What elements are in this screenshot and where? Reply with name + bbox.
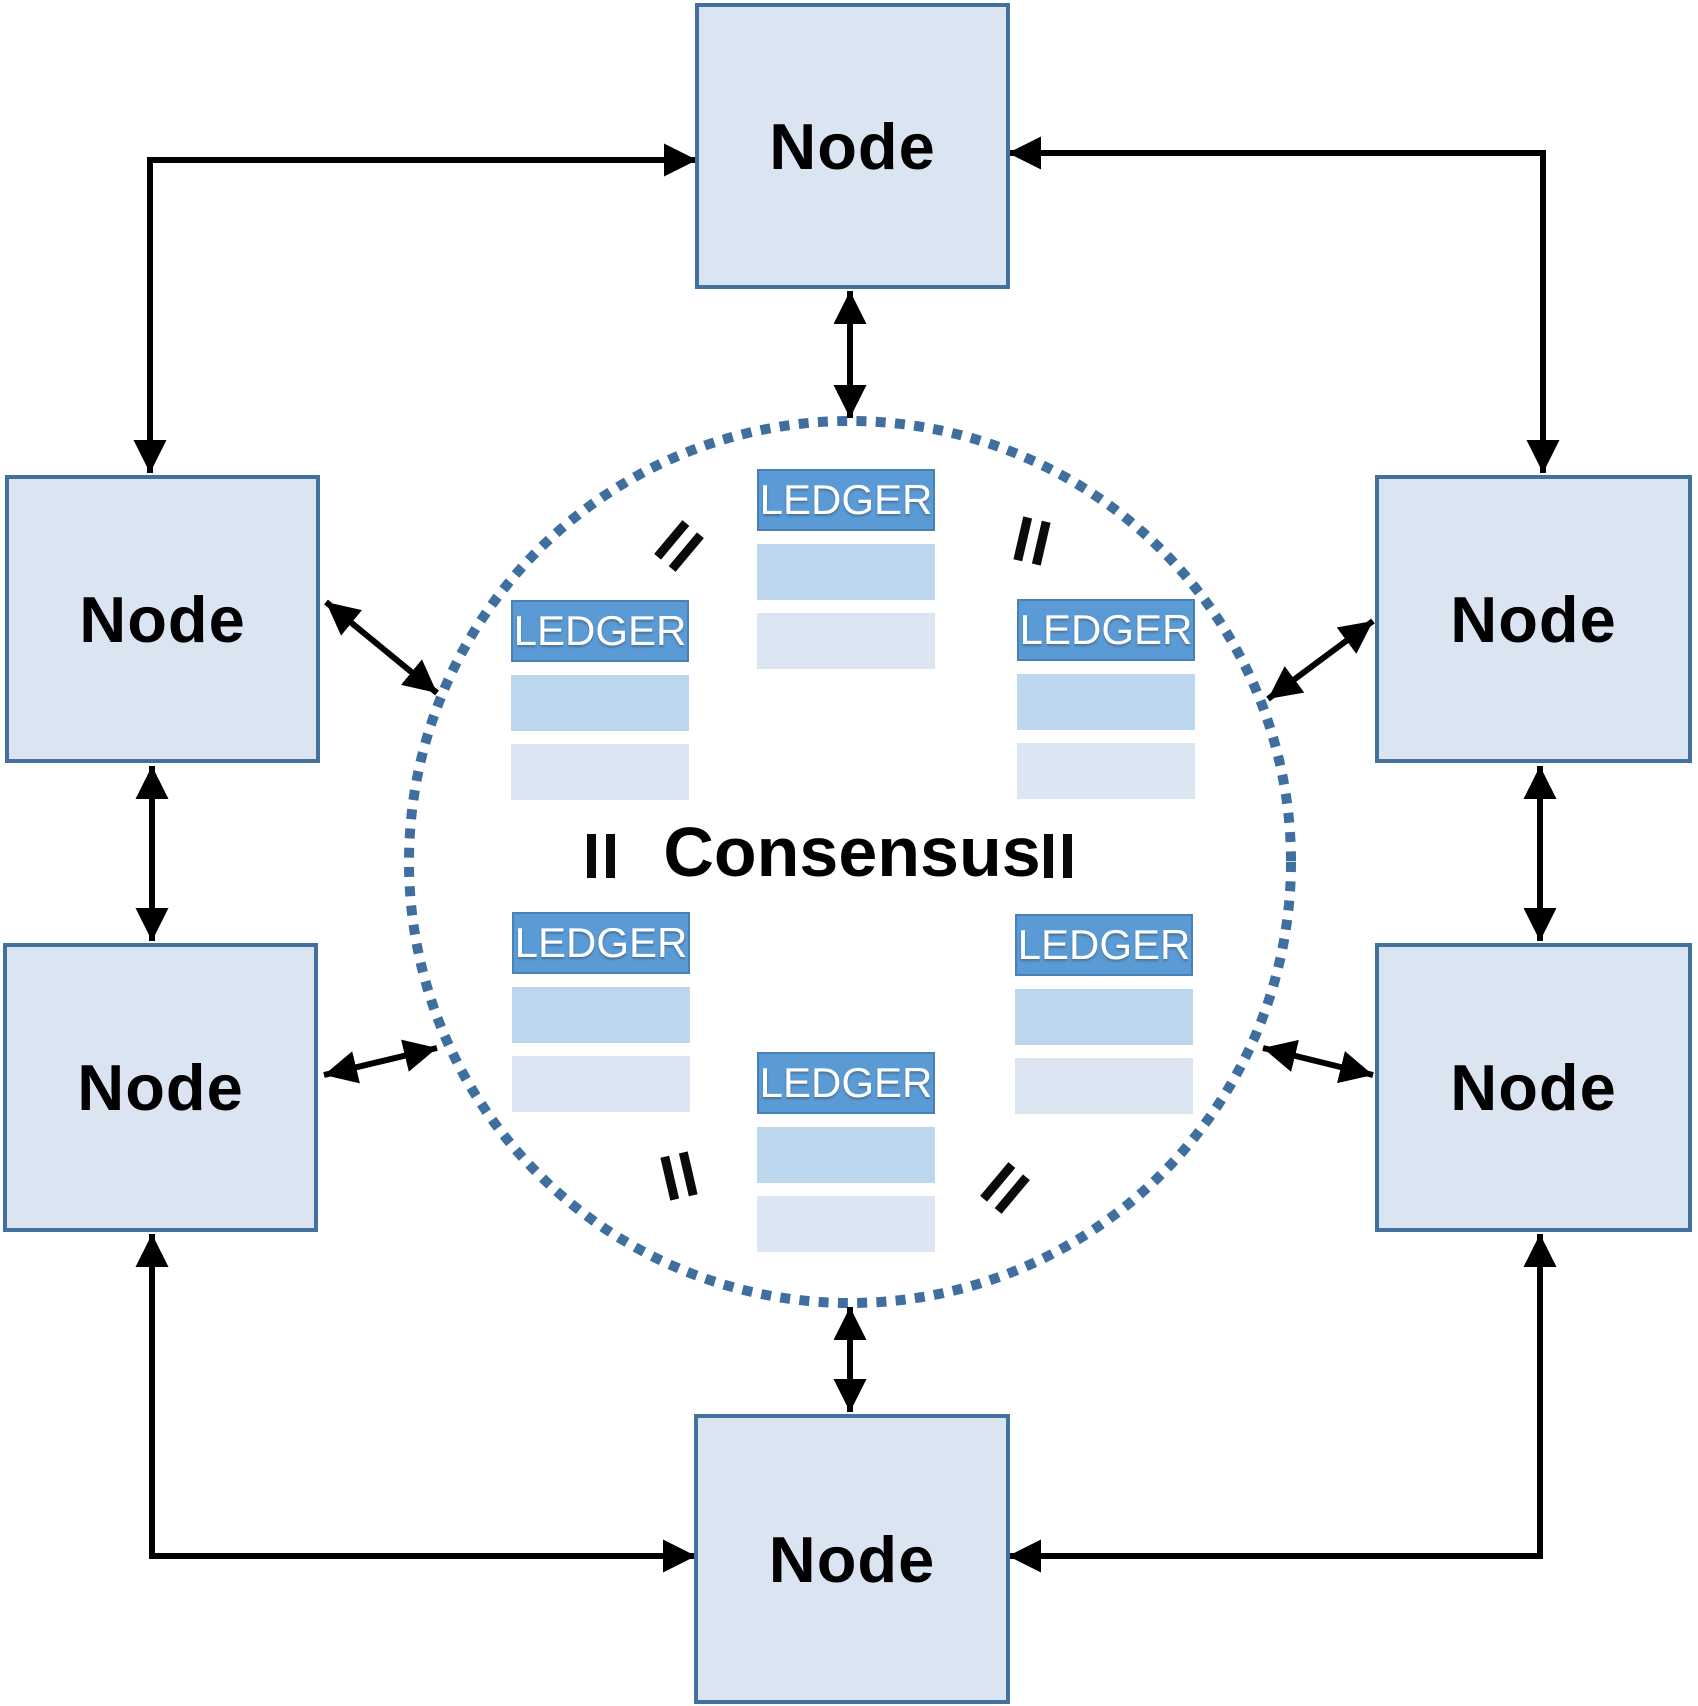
node-box-upper-right: Node	[1375, 475, 1692, 763]
consensus-label: Consensus	[663, 813, 1041, 891]
ledger-table-top-center: LEDGER	[757, 469, 935, 682]
equals-icon	[660, 1151, 697, 1200]
ledger-table-upper-right: LEDGER	[1017, 599, 1195, 812]
ledger-row	[757, 1127, 935, 1183]
ledger-title: LEDGER	[511, 600, 689, 662]
ledger-row	[1017, 674, 1195, 730]
node-box-top: Node	[695, 3, 1010, 289]
ledger-row	[512, 987, 690, 1043]
arrow-bottom-left-elbow	[135, 1234, 696, 1573]
ledger-table-lower-right: LEDGER	[1015, 914, 1193, 1127]
arrow-lower-right-node-to-circle	[1262, 1039, 1374, 1084]
ledger-row	[757, 1196, 935, 1252]
equals-icon	[654, 520, 704, 572]
arrow-top-right-elbow	[1008, 136, 1560, 473]
ledger-row	[757, 544, 935, 600]
ledger-row	[1015, 989, 1193, 1045]
node-label: Node	[1450, 582, 1617, 656]
ledger-table-bottom-center: LEDGER	[757, 1052, 935, 1265]
ledger-row	[1017, 743, 1195, 799]
arrow-upper-right-node-to-circle	[1266, 618, 1375, 702]
node-box-lower-right: Node	[1375, 943, 1692, 1232]
ledger-row	[1015, 1058, 1193, 1114]
equals-icon	[1013, 516, 1050, 565]
arrow-bottom-right-elbow	[1008, 1234, 1557, 1573]
ledger-row	[511, 744, 689, 800]
node-label: Node	[769, 109, 936, 183]
node-label: Node	[1450, 1051, 1617, 1124]
ledger-row	[511, 675, 689, 731]
arrow-top-left-elbow	[133, 143, 697, 473]
node-box-upper-left: Node	[5, 475, 320, 763]
node-label: Node	[768, 1522, 936, 1596]
ledger-title: LEDGER	[757, 469, 935, 531]
ledger-title: LEDGER	[512, 912, 690, 974]
node-box-bottom: Node	[694, 1414, 1010, 1704]
node-box-lower-left: Node	[3, 943, 318, 1232]
equals-icon	[980, 1162, 1030, 1214]
ledger-table-lower-left: LEDGER	[512, 912, 690, 1125]
ledger-row	[512, 1056, 690, 1112]
ledger-title: LEDGER	[1017, 599, 1195, 661]
ledger-row	[757, 613, 935, 669]
node-label: Node	[77, 1051, 244, 1124]
ledger-title: LEDGER	[757, 1052, 935, 1114]
node-label: Node	[79, 582, 246, 656]
ledger-title: LEDGER	[1015, 914, 1193, 976]
ledger-table-upper-left: LEDGER	[511, 600, 689, 813]
arrow-lower-left-node-to-circle	[323, 1039, 438, 1084]
arrow-upper-left-node-to-circle	[324, 599, 439, 696]
